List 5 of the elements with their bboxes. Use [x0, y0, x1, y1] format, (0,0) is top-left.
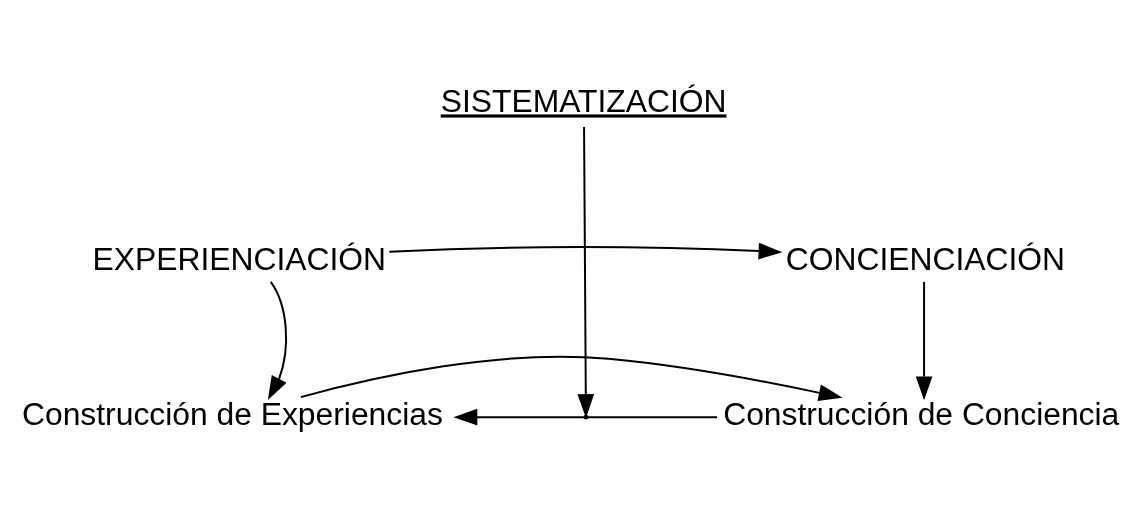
- node-text: Construcción de Conciencia: [723, 395, 1120, 432]
- node-text: Construcción de Experiencias: [22, 395, 443, 432]
- node-text: SISTEMATIZACIÓN: [440, 82, 727, 119]
- node-text: EXPERIENCIACIÓN: [92, 240, 387, 277]
- node-text: CONCIENCIACIÓN: [785, 240, 1066, 277]
